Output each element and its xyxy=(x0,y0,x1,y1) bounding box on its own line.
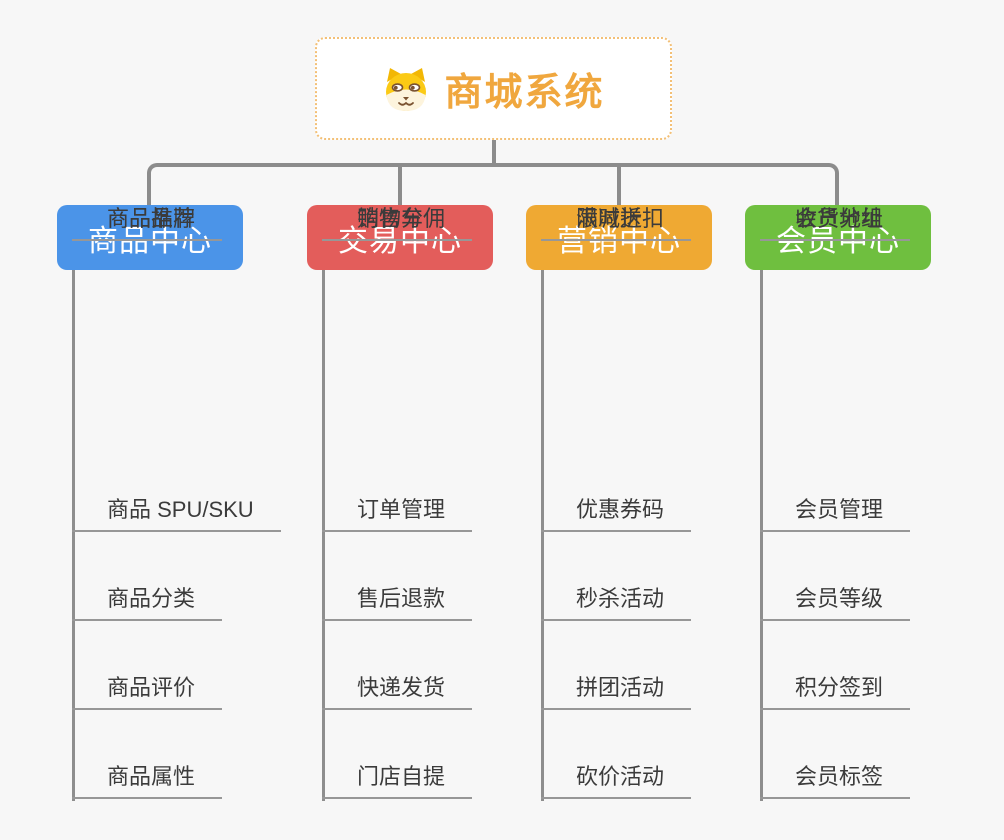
connector-drop-marketing xyxy=(617,165,621,205)
branch-column-trade: 交易中心 订单管理 售后退款 快递发货 门店自提 购物车 销售分佣 xyxy=(307,205,567,825)
branch-column-marketing: 营销中心 优惠券码 秒杀活动 拼团活动 砍价活动 限时折扣 满减送 xyxy=(526,205,786,825)
leaf-node[interactable]: 商品品牌 xyxy=(72,205,223,241)
leaf-node[interactable]: 满减送 xyxy=(541,205,670,241)
branch-spine xyxy=(72,270,75,801)
leaf-node[interactable]: 优惠券码 xyxy=(541,496,692,532)
branch-spine xyxy=(322,270,325,801)
leaf-node[interactable]: 会员等级 xyxy=(760,585,911,621)
branch-column-product: 商品中心 商品 SPU/SKU 商品分类 商品评价 商品属性 商品推荐 商品品牌 xyxy=(57,205,317,825)
root-node[interactable]: 商城系统 xyxy=(315,37,672,140)
leaf-node[interactable]: 砍价活动 xyxy=(541,763,692,799)
connector-root-stub xyxy=(492,140,496,167)
leaf-node[interactable]: 商品评价 xyxy=(72,674,223,710)
branch-column-member: 会员中心 会员管理 会员等级 积分签到 会员标签 会员分组 收货地址 xyxy=(745,205,1004,825)
leaf-node[interactable]: 拼团活动 xyxy=(541,674,692,710)
leaf-node[interactable]: 快递发货 xyxy=(322,674,473,710)
leaf-node[interactable]: 会员标签 xyxy=(760,763,911,799)
branch-spine xyxy=(760,270,763,801)
branch-spine xyxy=(541,270,544,801)
leaf-node[interactable]: 会员管理 xyxy=(760,496,911,532)
root-title: 商城系统 xyxy=(444,72,605,114)
leaf-node[interactable]: 商品属性 xyxy=(72,763,223,799)
leaf-node[interactable]: 收货地址 xyxy=(760,205,911,241)
leaf-node[interactable]: 售后退款 xyxy=(322,585,473,621)
leaf-node[interactable]: 积分签到 xyxy=(760,674,911,710)
branch-node-product[interactable]: 商品中心 xyxy=(57,205,243,270)
branch-node-trade[interactable]: 交易中心 xyxy=(307,205,493,270)
connector-drop-trade xyxy=(398,165,402,205)
leaf-node[interactable]: 订单管理 xyxy=(322,496,473,532)
connector-bracket xyxy=(147,163,839,207)
leaf-node[interactable]: 商品 SPU/SKU xyxy=(72,496,281,532)
leaf-node[interactable]: 商品分类 xyxy=(72,585,223,621)
branch-node-member[interactable]: 会员中心 xyxy=(745,205,931,270)
leaf-node[interactable]: 秒杀活动 xyxy=(541,585,692,621)
leaf-node[interactable]: 销售分佣 xyxy=(322,205,473,241)
leaf-node[interactable]: 门店自提 xyxy=(322,763,473,799)
shiba-dog-icon xyxy=(386,67,427,111)
branch-node-marketing[interactable]: 营销中心 xyxy=(526,205,712,270)
